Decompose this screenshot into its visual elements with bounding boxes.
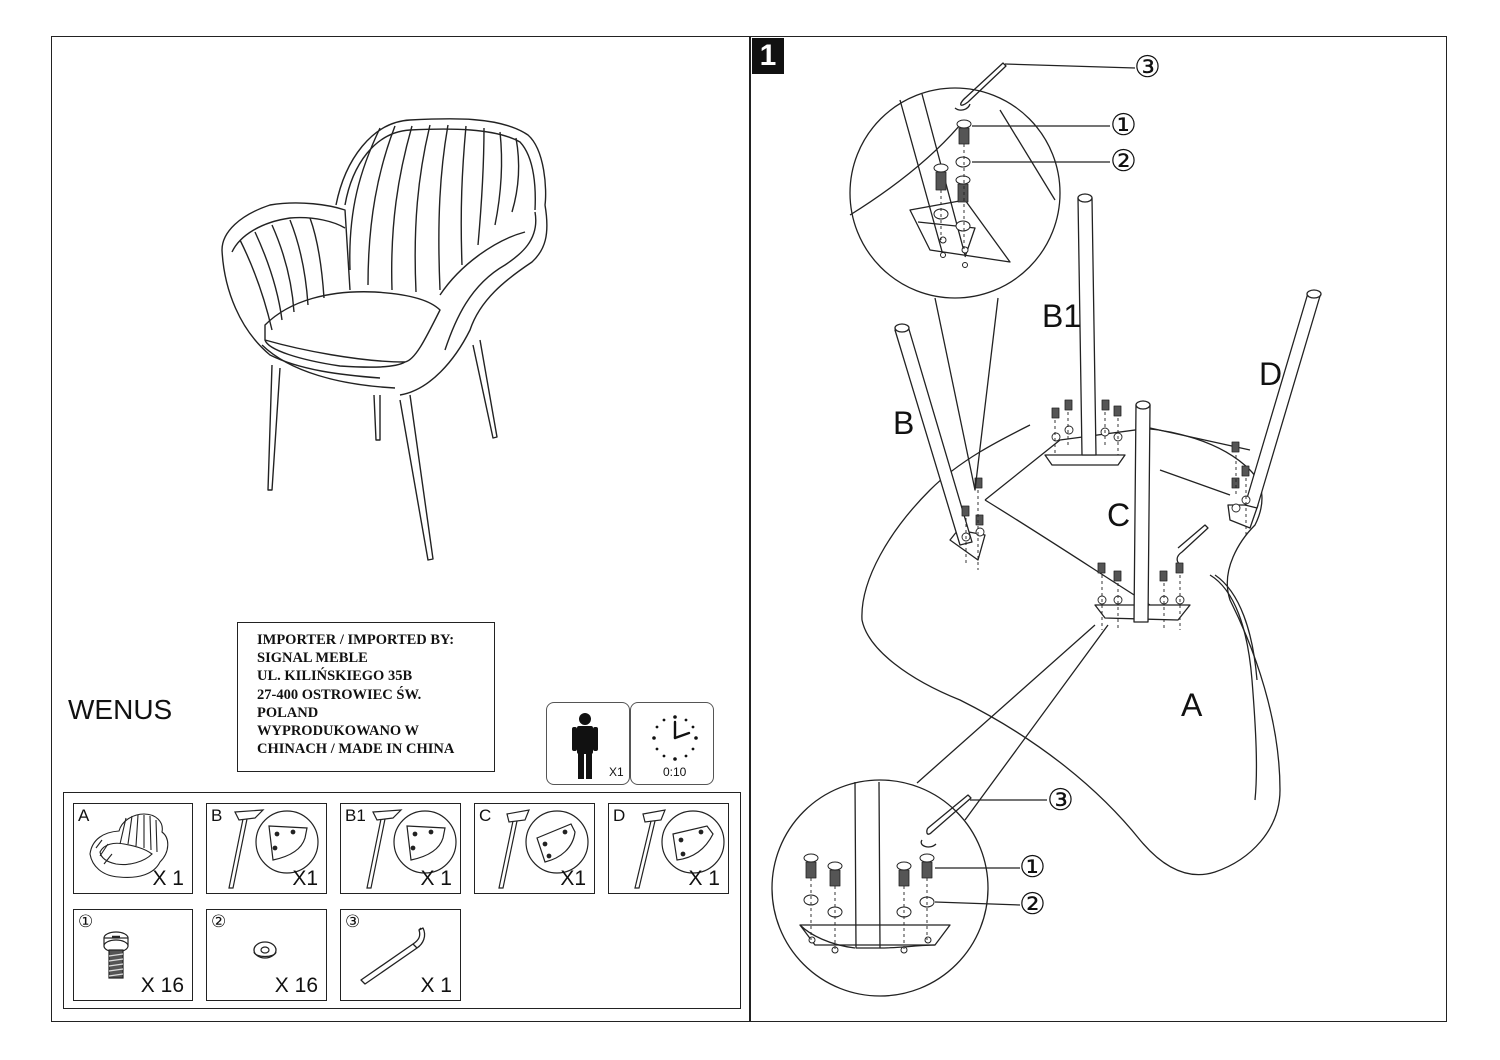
importer-line: SIGNAL MEBLE	[257, 650, 368, 667]
leg-with-bracket-icon	[498, 809, 589, 889]
hardware-qty: X 16	[140, 974, 184, 997]
leg-with-bracket-icon	[366, 809, 457, 889]
hardware-id: ③	[345, 912, 361, 931]
part-qty: X 1	[152, 867, 184, 890]
person-icon	[572, 713, 598, 779]
page-divider	[749, 36, 751, 1022]
leg-with-bracket-icon	[228, 809, 319, 889]
importer-line: CHINACH / MADE IN CHINA	[257, 741, 455, 758]
leg-c	[1133, 404, 1151, 623]
clock-icon	[652, 715, 698, 761]
hardware-qty: X 16	[274, 974, 318, 997]
part-id: C	[479, 806, 492, 825]
hardware-bolt-cell: ① X 16	[73, 909, 193, 1001]
step-number-badge: 1	[752, 38, 784, 74]
part-qty: X 1	[420, 867, 452, 890]
part-b-cell: B X1	[206, 803, 327, 894]
callout-bolt-top: ①	[1110, 109, 1137, 142]
hardware-id: ①	[78, 912, 94, 931]
leg-b-label: B	[893, 405, 915, 441]
importer-line: 27-400 OSTROWIEC ŚW.	[257, 686, 422, 703]
part-qty: X 1	[688, 867, 720, 890]
persons-required-box: X1	[546, 702, 630, 785]
part-id: B1	[345, 806, 366, 825]
part-qty: X1	[560, 867, 586, 890]
callout-bolt-bottom: ①	[1019, 851, 1046, 884]
part-b1-cell: B1 X 1	[340, 803, 461, 894]
part-id: B	[211, 806, 223, 825]
leg-c-label: C	[1107, 497, 1131, 533]
hardware-qty: X 1	[420, 974, 452, 997]
part-qty: X1	[292, 867, 318, 890]
part-d-cell: D X 1	[608, 803, 729, 894]
armchair-illustration	[221, 118, 548, 561]
importer-line: UL. KILIŃSKIEGO 35B	[257, 668, 413, 685]
part-id: A	[78, 806, 90, 825]
hardware-washer-cell: ② X 16	[206, 909, 327, 1001]
washer-icon	[253, 941, 277, 959]
hardware-key-cell: ③ X 1	[340, 909, 461, 1001]
assembly-time-box: 0:10	[630, 702, 714, 785]
detail-circle-top	[849, 87, 1061, 299]
part-c-cell: C X1	[474, 803, 595, 894]
seat-shell-outline	[861, 424, 1281, 876]
leg-b1-label: B1	[1042, 298, 1082, 334]
bolt-icon	[103, 931, 129, 979]
assembly-time: 0:10	[663, 765, 687, 779]
leg-d-label: D	[1259, 356, 1283, 392]
seat-a-label: A	[1181, 687, 1203, 723]
callout-washer-top: ②	[1110, 145, 1137, 178]
importer-label-box: IMPORTER / IMPORTED BY: SIGNAL MEBLE UL.…	[237, 622, 495, 772]
callout-allen-key-bottom: ③	[1047, 784, 1074, 817]
part-a-cell: A X 1	[73, 803, 193, 894]
callout-allen-key-top: ③	[1134, 51, 1161, 84]
leg-with-bracket-icon	[634, 809, 725, 889]
importer-line: POLAND	[257, 704, 319, 721]
leg-d	[1244, 292, 1321, 509]
part-id: D	[613, 806, 626, 825]
importer-line: IMPORTER / IMPORTED BY:	[257, 632, 455, 648]
parts-list: A X 1 B X1 B1	[63, 792, 741, 1009]
hardware-id: ②	[211, 912, 227, 931]
callout-washer-bottom: ②	[1019, 888, 1046, 921]
armchair-shell-icon	[89, 813, 169, 878]
model-name: WENUS	[68, 694, 173, 725]
persons-count: X1	[609, 765, 624, 779]
importer-line: WYPRODUKOWANO W	[257, 723, 420, 740]
allen-key-icon	[360, 927, 426, 985]
